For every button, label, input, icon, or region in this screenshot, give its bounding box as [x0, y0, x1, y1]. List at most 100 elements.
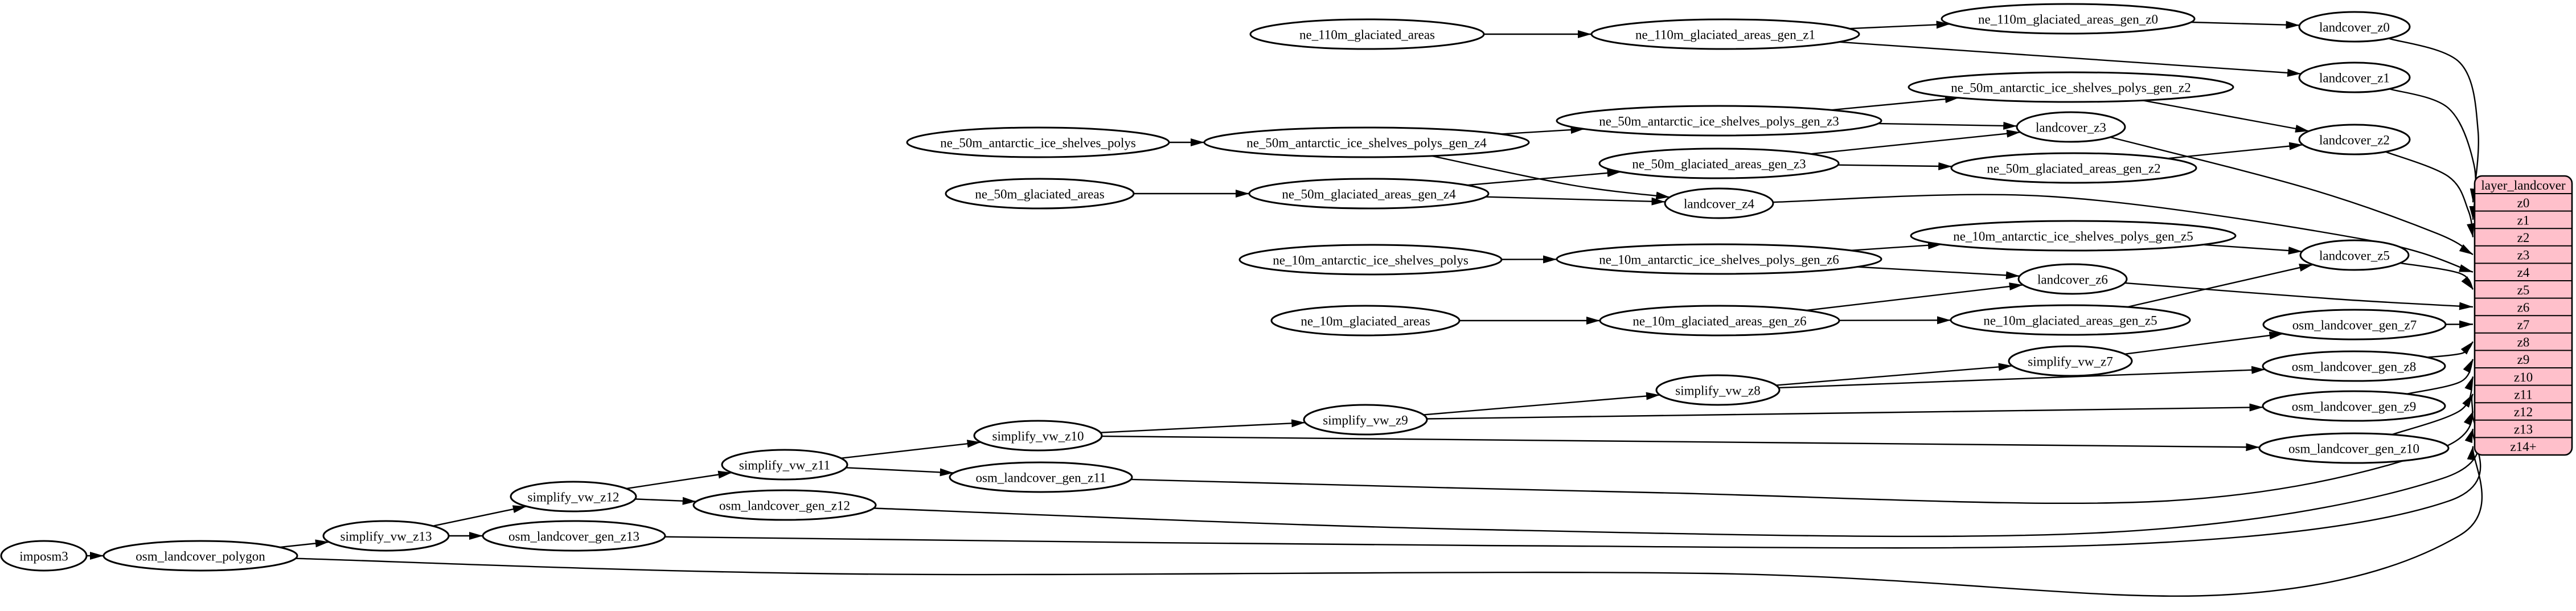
table-row-z10: z10: [2514, 370, 2533, 384]
node-ne_50m_antarctic_ice_shelves_polys_gen_z3: ne_50m_antarctic_ice_shelves_polys_gen_z…: [1556, 105, 1882, 137]
node-label: ne_50m_antarctic_ice_shelves_polys_gen_z…: [1951, 81, 2191, 95]
node-landcover_z2: landcover_z2: [2298, 124, 2411, 155]
edge-simplify_vw_z10-to-osm_landcover_gen_z10: [1101, 435, 2260, 452]
node-label: ne_50m_glaciated_areas_gen_z2: [1987, 162, 2160, 176]
edge-landcover_z4-to-row-z4: [1773, 194, 2474, 273]
table-row-z11: z11: [2514, 387, 2532, 401]
node-ne_50m_glaciated_areas: ne_50m_glaciated_areas: [945, 178, 1135, 210]
edge-ne_50m_glaciated_areas_gen_z3-to-ne_50m_glaciated_areas_gen_z2: [1837, 162, 1952, 170]
table-row-z4: z4: [2517, 265, 2530, 280]
node-label: ne_50m_glaciated_areas_gen_z3: [1632, 157, 1806, 171]
node-shape: [2262, 350, 2446, 382]
node-shape: [2008, 345, 2133, 377]
node-label: osm_landcover_gen_z11: [975, 471, 1106, 485]
node-label: ne_10m_glaciated_areas_gen_z6: [1632, 314, 1806, 329]
node-shape: [1556, 105, 1882, 137]
node-label: simplify_vw_z7: [2028, 355, 2113, 369]
node-shape: [1599, 305, 1840, 337]
node-shape: [1598, 147, 1840, 179]
node-label: ne_110m_glaciated_areas: [1299, 28, 1435, 42]
edge-ne_10m_antarctic_ice_shelves_polys_gen_z6-to-ne_10m_antarctic_ice_shelves_polys_gen_z5: [1850, 241, 1942, 251]
edge-osm_landcover_gen_z12-to-row-z12: [873, 411, 2480, 538]
node-label: simplify_vw_z10: [992, 429, 1084, 444]
node-simplify_vw_z9: simplify_vw_z9: [1303, 404, 1428, 436]
node-imposm3: imposm3: [0, 540, 88, 572]
node-shape: [1950, 152, 2197, 184]
node-shape: [1270, 305, 1461, 337]
edge-osm_landcover_gen_z8-to-row-z8: [2427, 341, 2474, 358]
node-shape: [1303, 404, 1428, 436]
node-landcover_z5: landcover_z5: [2299, 239, 2410, 271]
edge-osm_landcover_polygon-to-row-z14+: [296, 446, 2483, 597]
node-ne_110m_glaciated_areas_gen_z1: ne_110m_glaciated_areas_gen_z1: [1590, 18, 1860, 50]
node-ne_110m_glaciated_areas: ne_110m_glaciated_areas: [1249, 18, 1485, 50]
edge-ne_50m_antarctic_ice_shelves_polys_gen_z3-to-landcover_z3: [1878, 121, 2017, 130]
node-shape: [482, 520, 666, 552]
node-shape: [1950, 304, 2191, 336]
node-shape: [906, 126, 1170, 158]
edge-simplify_vw_z12-to-simplify_vw_z11: [626, 470, 732, 490]
edge-simplify_vw_z9-to-osm_landcover_gen_z9: [1426, 403, 2263, 420]
node-ne_10m_antarctic_ice_shelves_polys_gen_z6: ne_10m_antarctic_ice_shelves_polys_gen_z…: [1556, 243, 1882, 275]
table-row-z13: z13: [2514, 423, 2533, 437]
node-label: osm_landcover_gen_z9: [2292, 400, 2416, 414]
node-label: osm_landcover_gen_z12: [719, 499, 850, 513]
edge-ne_50m_antarctic_ice_shelves_polys_gen_z3-to-ne_50m_antarctic_ice_shelves_polys_gen_z2: [1831, 95, 1959, 111]
node-ne_110m_glaciated_areas_gen_z0: ne_110m_glaciated_areas_gen_z0: [1941, 3, 2196, 35]
node-shape: [1664, 187, 1774, 219]
node-shape: [1941, 3, 2196, 35]
node-shape: [692, 489, 877, 521]
node-shape: [721, 449, 848, 481]
table-row-z7: z7: [2517, 318, 2530, 332]
edge-ne_10m_glaciated_areas_gen_z5-to-landcover_z5: [2127, 264, 2314, 308]
node-shape: [0, 540, 88, 572]
edge-simplify_vw_z11-to-simplify_vw_z10: [840, 440, 981, 459]
node-label: simplify_vw_z8: [1675, 384, 1761, 398]
node-label: osm_landcover_gen_z8: [2292, 360, 2416, 374]
node-landcover_z1: landcover_z1: [2298, 61, 2411, 93]
edge-ne_50m_glaciated_areas_gen_z4-to-landcover_z4: [1485, 196, 1666, 206]
node-simplify_vw_z11: simplify_vw_z11: [721, 449, 848, 481]
edge-simplify_vw_z13-to-simplify_vw_z12: [433, 505, 527, 527]
table-row-z2: z2: [2517, 231, 2530, 245]
edge-osm_landcover_gen_z13-to-row-z13: [664, 428, 2481, 549]
node-label: ne_50m_glaciated_areas_gen_z4: [1282, 187, 1456, 202]
node-label: simplify_vw_z12: [528, 490, 620, 505]
node-shape: [2298, 61, 2411, 93]
edge-ne_50m_antarctic_ice_shelves_polys_gen_z4-to-landcover_z4: [1431, 155, 1670, 200]
node-simplify_vw_z10: simplify_vw_z10: [973, 420, 1103, 452]
node-label: simplify_vw_z13: [341, 530, 432, 544]
edge-ne_50m_glaciated_areas_gen_z3-to-landcover_z3: [1810, 129, 2021, 155]
node-shape: [945, 178, 1135, 210]
node-shape: [102, 540, 298, 572]
table-row-z1: z1: [2517, 213, 2530, 227]
edge-simplify_vw_z12-to-osm_landcover_gen_z12: [635, 497, 696, 505]
node-ne_50m_antarctic_ice_shelves_polys: ne_50m_antarctic_ice_shelves_polys: [906, 126, 1170, 158]
node-label: ne_10m_antarctic_ice_shelves_polys: [1273, 253, 1469, 268]
node-label: ne_110m_glaciated_areas_gen_z1: [1635, 28, 1815, 42]
node-simplify_vw_z13: simplify_vw_z13: [322, 520, 450, 552]
edge-simplify_vw_z7-to-osm_landcover_gen_z7: [2124, 331, 2283, 355]
node-label: ne_10m_antarctic_ice_shelves_polys_gen_z…: [1953, 229, 2193, 244]
node-label: ne_50m_glaciated_areas: [975, 187, 1104, 202]
node-ne_10m_glaciated_areas_gen_z5: ne_10m_glaciated_areas_gen_z5: [1950, 304, 2191, 336]
node-simplify_vw_z12: simplify_vw_z12: [510, 481, 637, 512]
node-ne_10m_glaciated_areas_gen_z6: ne_10m_glaciated_areas_gen_z6: [1599, 305, 1840, 337]
table-row-z0: z0: [2517, 196, 2530, 210]
edge-landcover_z2-to-row-z2: [2385, 151, 2475, 237]
node-ne_10m_antarctic_ice_shelves_polys: ne_10m_antarctic_ice_shelves_polys: [1238, 244, 1503, 276]
node-label: simplify_vw_z9: [1323, 413, 1408, 428]
node-shape: [2262, 390, 2446, 422]
node-label: landcover_z4: [1684, 197, 1754, 211]
edge-simplify_vw_z8-to-osm_landcover_gen_z8: [1778, 366, 2266, 389]
table-row-z8: z8: [2517, 335, 2530, 350]
edge-landcover_z6-to-row-z6: [2124, 282, 2474, 310]
node-ne_50m_glaciated_areas_gen_z4: ne_50m_glaciated_areas_gen_z4: [1248, 178, 1490, 210]
edge-layer: [87, 20, 2483, 597]
edge-ne_50m_glaciated_areas_gen_z4-to-ne_50m_glaciated_areas_gen_z3: [1467, 169, 1621, 186]
node-label: landcover_z0: [2319, 20, 2390, 35]
node-simplify_vw_z7: simplify_vw_z7: [2008, 345, 2133, 377]
node-label: ne_10m_antarctic_ice_shelves_polys_gen_z…: [1599, 253, 1839, 267]
node-label: landcover_z1: [2319, 71, 2390, 85]
edge-landcover_z5-to-row-z5: [2400, 262, 2474, 290]
